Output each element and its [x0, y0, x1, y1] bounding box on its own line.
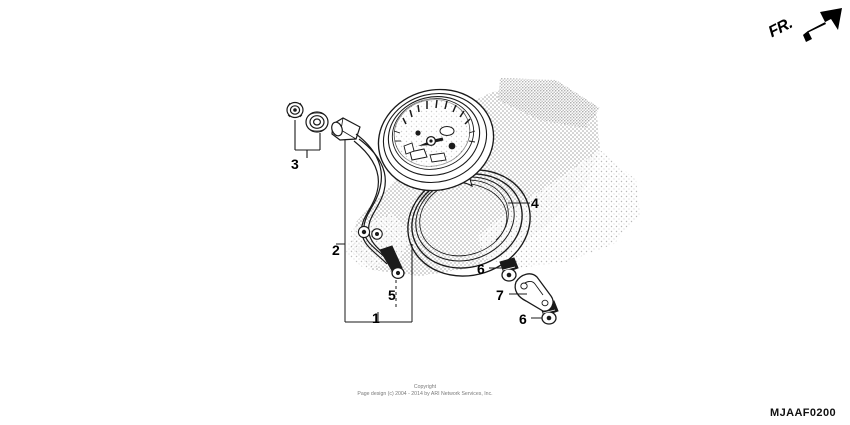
callout-6-upper: 6	[477, 261, 485, 277]
callout-3-bracket	[294, 120, 321, 158]
callout-3: 3	[291, 156, 299, 172]
gauge-indicators	[403, 126, 456, 163]
callout-1: 1	[372, 310, 380, 326]
speedometer-cable	[331, 117, 405, 280]
copyright-line-2: Page design (c) 2004 - 2014 by ARI Netwo…	[357, 391, 493, 397]
callout-7: 7	[496, 287, 504, 303]
gauge-needle	[418, 135, 444, 147]
speedometer-unit	[377, 88, 495, 192]
callout-leader-lines	[336, 140, 542, 323]
diagram-code: MJAAF0200	[770, 407, 836, 419]
arrow-up-right-icon	[803, 8, 842, 42]
mount-nut-and-grommet	[286, 101, 329, 133]
orientation-marker: FR.	[766, 2, 848, 54]
callout-2: 2	[332, 242, 340, 258]
gauge-minor-ticks	[393, 130, 476, 143]
callout-4: 4	[531, 195, 539, 211]
callout-5: 5	[388, 287, 396, 303]
footer-copyright: Copyright Page design (c) 2004 - 2014 by…	[0, 384, 850, 398]
mounting-screw-upper	[499, 257, 519, 282]
callout-6-lower: 6	[519, 311, 527, 327]
cable-end-fitting	[379, 245, 405, 280]
copyright-line-1: Copyright	[413, 384, 437, 390]
meter-stay-bracket	[514, 273, 554, 312]
gauge-tick-marks	[402, 99, 471, 125]
